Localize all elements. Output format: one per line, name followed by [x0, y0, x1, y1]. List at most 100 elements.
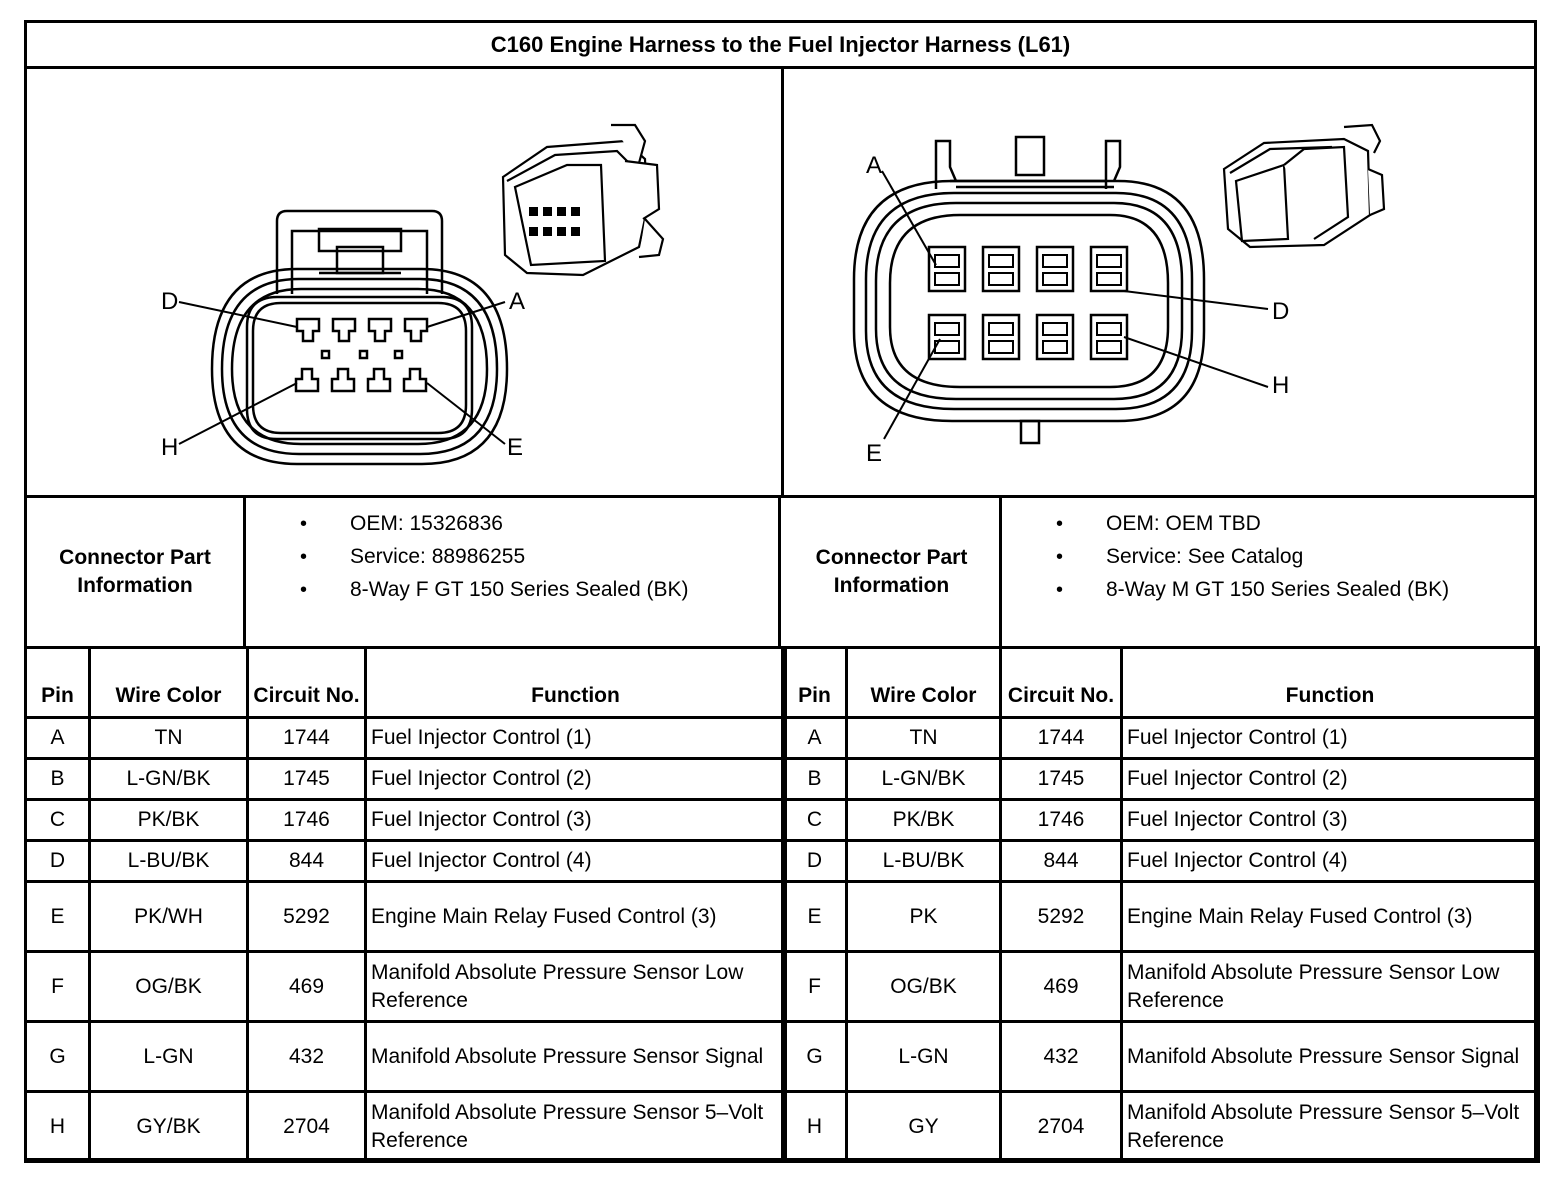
header-pin: Pin — [24, 646, 91, 719]
wire-color-cell: OG/BK — [845, 950, 1002, 1023]
circuit-no-cell: 5292 — [246, 880, 367, 953]
pin-label-e: E — [507, 434, 523, 461]
wire-color-cell: TN — [88, 716, 249, 760]
pin-cell: C — [24, 798, 91, 842]
pin-label-h: H — [1272, 372, 1289, 399]
pin-label-a: A — [509, 288, 525, 315]
circuit-no-cell: 1746 — [999, 798, 1123, 842]
circuit-no-cell: 432 — [246, 1020, 367, 1093]
wire-color-cell: L-GN/BK — [88, 757, 249, 801]
pin-cell: F — [24, 950, 91, 1023]
function-cell: Fuel Injector Control (3) — [1120, 798, 1540, 842]
wire-color-cell: OG/BK — [88, 950, 249, 1023]
pin-cell: D — [24, 839, 91, 883]
function-cell: Engine Main Relay Fused Control (3) — [1120, 880, 1540, 953]
function-cell: Fuel Injector Control (4) — [1120, 839, 1540, 883]
function-cell: Fuel Injector Control (1) — [1120, 716, 1540, 760]
circuit-no-cell: 2704 — [999, 1090, 1123, 1163]
info-item: 8-Way M GT 150 Series Sealed (BK) — [1002, 576, 1534, 609]
connector-part-info: Connector Part Information OEM: 15326836… — [27, 498, 1534, 649]
pin-cell: E — [24, 880, 91, 953]
circuit-no-cell: 5292 — [999, 880, 1123, 953]
info-label-right: Connector Part Information — [784, 498, 1002, 646]
male-connector-thumbnail — [1222, 123, 1386, 249]
wire-color-cell: L-BU/BK — [88, 839, 249, 883]
circuit-no-cell: 469 — [999, 950, 1123, 1023]
function-cell: Manifold Absolute Pressure Sensor Low Re… — [1120, 950, 1540, 1023]
wire-color-cell: PK — [845, 880, 1002, 953]
function-cell: Manifold Absolute Pressure Sensor Signal — [1120, 1020, 1540, 1093]
circuit-no-cell: 1746 — [246, 798, 367, 842]
function-cell: Fuel Injector Control (3) — [364, 798, 787, 842]
circuit-no-cell: 1744 — [246, 716, 367, 760]
info-item: Service: 88986255 — [246, 543, 778, 576]
wire-color-cell: L-GN — [88, 1020, 249, 1093]
pin-label-d: D — [1272, 298, 1289, 325]
wire-color-cell: L-GN/BK — [845, 757, 1002, 801]
header-function: Function — [1120, 646, 1540, 719]
pin-cell: F — [781, 950, 848, 1023]
pin-cell: H — [24, 1090, 91, 1163]
header-function: Function — [364, 646, 787, 719]
info-list-right: OEM: OEM TBD Service: See Catalog 8-Way … — [1002, 498, 1534, 646]
wire-color-cell: GY/BK — [88, 1090, 249, 1163]
header-circuit-no: Circuit No. — [246, 646, 367, 719]
wire-color-cell: TN — [845, 716, 1002, 760]
female-connector-thumbnail — [501, 123, 665, 277]
info-item: OEM: 15326836 — [246, 510, 778, 543]
function-cell: Manifold Absolute Pressure Sensor Signal — [364, 1020, 787, 1093]
connector-diagrams: D A H E — [27, 69, 1534, 498]
pin-cell: B — [781, 757, 848, 801]
pin-cell: B — [24, 757, 91, 801]
info-item: Service: See Catalog — [1002, 543, 1534, 576]
pin-cell: C — [781, 798, 848, 842]
wire-color-cell: PK/BK — [88, 798, 249, 842]
function-cell: Fuel Injector Control (1) — [364, 716, 787, 760]
pin-cell: G — [24, 1020, 91, 1093]
circuit-no-cell: 432 — [999, 1020, 1123, 1093]
circuit-no-cell: 1744 — [999, 716, 1123, 760]
pin-label-a: A — [866, 152, 882, 179]
pin-cell: D — [781, 839, 848, 883]
wire-color-cell: PK/BK — [845, 798, 1002, 842]
header-pin: Pin — [781, 646, 848, 719]
header-wire-color: Wire Color — [845, 646, 1002, 719]
function-cell: Engine Main Relay Fused Control (3) — [364, 880, 787, 953]
info-item: OEM: OEM TBD — [1002, 510, 1534, 543]
function-cell: Manifold Absolute Pressure Sensor 5–Volt… — [364, 1090, 787, 1163]
wire-color-cell: L-GN — [845, 1020, 1002, 1093]
function-cell: Manifold Absolute Pressure Sensor 5–Volt… — [1120, 1090, 1540, 1163]
female-connector-diagram: D A H E — [161, 123, 665, 466]
header-circuit-no: Circuit No. — [999, 646, 1123, 719]
circuit-no-cell: 844 — [246, 839, 367, 883]
male-connector-diagram: A D H E — [852, 123, 1386, 467]
pin-cell: H — [781, 1090, 848, 1163]
info-list-left: OEM: 15326836 Service: 88986255 8-Way F … — [246, 498, 781, 646]
function-cell: Fuel Injector Control (4) — [364, 839, 787, 883]
connector-sheet: C160 Engine Harness to the Fuel Injector… — [24, 20, 1540, 1163]
pin-cell: G — [781, 1020, 848, 1093]
circuit-no-cell: 844 — [999, 839, 1123, 883]
function-cell: Fuel Injector Control (2) — [1120, 757, 1540, 801]
pin-cell: E — [781, 880, 848, 953]
table-header-row: Pin Wire Color Circuit No. Function — [24, 646, 787, 719]
pin-label-e: E — [866, 440, 882, 467]
wire-color-cell: GY — [845, 1090, 1002, 1163]
info-label-left: Connector Part Information — [27, 498, 246, 646]
info-item: 8-Way F GT 150 Series Sealed (BK) — [246, 576, 778, 609]
header-wire-color: Wire Color — [88, 646, 249, 719]
